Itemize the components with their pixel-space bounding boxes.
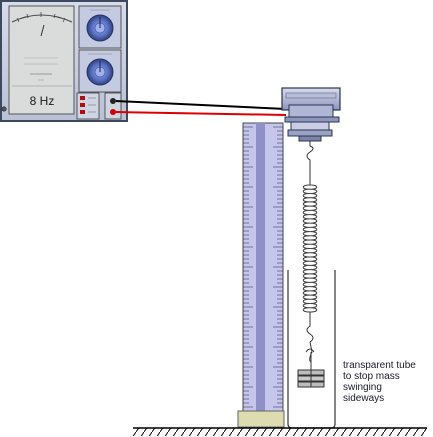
metre-rule bbox=[237, 122, 285, 428]
frequency-control bbox=[78, 49, 122, 93]
power-icon[interactable] bbox=[1, 106, 7, 112]
red-terminal[interactable] bbox=[110, 109, 116, 115]
annotation-line-2: to stop mass bbox=[343, 371, 400, 382]
slotted-mass bbox=[297, 368, 325, 388]
amplitude-control bbox=[78, 5, 122, 49]
annotation-line-1: transparent tube bbox=[343, 360, 416, 371]
spring bbox=[302, 184, 318, 313]
ruler-scale bbox=[243, 126, 283, 408]
signal-generator: 8 Hz bbox=[0, 0, 128, 122]
output-terminals bbox=[104, 92, 122, 120]
black-terminal[interactable] bbox=[110, 98, 116, 104]
ruler-base-block bbox=[237, 410, 285, 428]
meter-needle bbox=[40, 24, 45, 37]
hook bbox=[305, 348, 315, 353]
spring-assembly bbox=[297, 141, 325, 388]
frequency-readout: 8 Hz bbox=[30, 94, 55, 108]
red-lead bbox=[115, 111, 287, 116]
annotation-line-3: swinging bbox=[343, 382, 382, 393]
tube-annotation: transparent tube to stop mass swinging s… bbox=[343, 360, 416, 404]
black-lead bbox=[115, 100, 287, 110]
range-switch-panel[interactable] bbox=[76, 92, 100, 120]
annotation-line-4: sideways bbox=[343, 393, 384, 404]
vibration-generator bbox=[281, 87, 341, 142]
frequency-display: 8 Hz bbox=[8, 5, 75, 115]
ground bbox=[133, 427, 427, 436]
